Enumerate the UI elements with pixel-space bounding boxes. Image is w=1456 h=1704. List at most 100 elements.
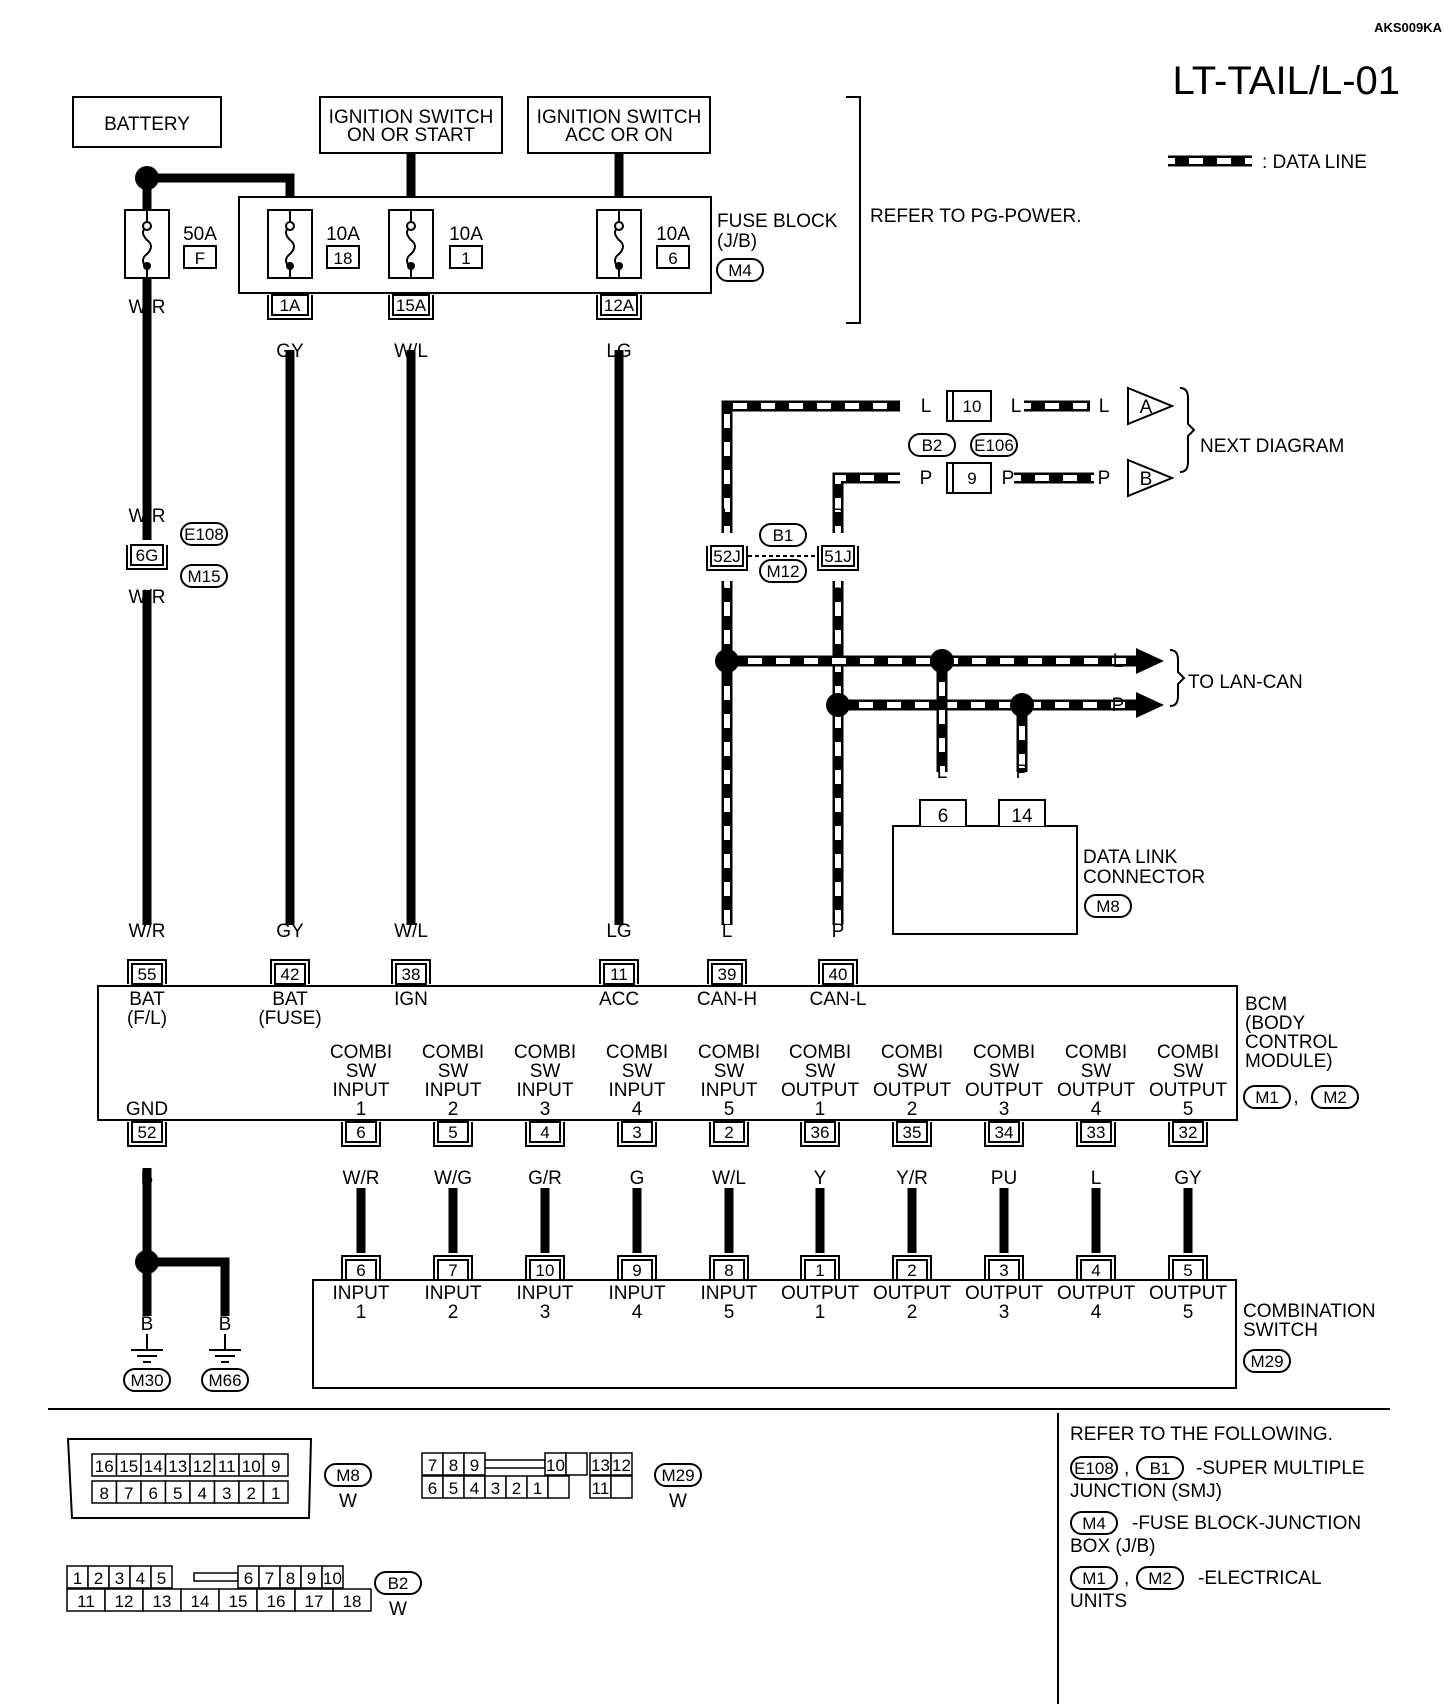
conn-b2-r1a-pin-4: 4 — [136, 1569, 145, 1588]
conn-b2-r2-cell-7 — [332, 1588, 372, 1612]
smj-conn-e108-label: E108 — [184, 525, 224, 544]
smj-conn-e108 — [180, 522, 228, 546]
bcm-gnd-label: GND — [126, 1099, 168, 1120]
combi-terminal-3-num: 3 — [999, 1261, 1008, 1280]
bcm-terminal-34-frame — [984, 1122, 1024, 1147]
bcm-terminal-4 — [529, 1121, 561, 1143]
conn-b2-r1b-pin-10: 10 — [323, 1569, 342, 1588]
conn-m8-color: W — [339, 1491, 357, 1512]
bcm-terminal-33-frame — [1076, 1122, 1116, 1147]
conn-m29-r1b-cell-1 — [565, 1452, 588, 1476]
jb-terminal-15A-frame — [388, 295, 434, 320]
combi-terminal-5-num: 5 — [1183, 1261, 1192, 1280]
can-l-upper-dash — [724, 403, 900, 533]
lan-arrow-l — [1136, 648, 1164, 674]
bcm-conn-m1-label: M1 — [1255, 1088, 1279, 1107]
ground-conn-g2 — [201, 1368, 249, 1392]
fuse-id-2: 1 — [461, 249, 470, 268]
bcm-combi-label-7: OUTPUT — [873, 1080, 952, 1101]
bcm-box — [97, 985, 1238, 1121]
boxes-layer — [48, 96, 1390, 1704]
dlc-conn — [1084, 894, 1132, 918]
bcm-combi-label-6: 1 — [815, 1099, 826, 1120]
combi-pin-label-5: OUTPUT — [1149, 1283, 1228, 1304]
refer-smj-text: -SUPER MULTIPLE — [1196, 1458, 1365, 1479]
ground-symbol-g1 — [131, 1334, 163, 1363]
fuse-10a-18-top-end — [285, 221, 295, 231]
fuse-10a-18-element — [285, 210, 295, 278]
fuse-block-conn — [716, 258, 764, 282]
bcm-pin-label-55: (F/L) — [127, 1008, 167, 1029]
bcm-combi-label-5: COMBI — [698, 1042, 760, 1063]
conn-b2-r1a-pin-5: 5 — [157, 1569, 166, 1588]
dlc-pin-14-frame — [998, 799, 1046, 826]
fuse-id-box-3 — [656, 245, 690, 269]
conn-b2-r2-pin-13: 13 — [153, 1592, 172, 1611]
combi-terminal-6-frame — [341, 1255, 381, 1280]
can-l-upper — [721, 400, 900, 533]
ground-symbol-g2 — [209, 1334, 241, 1363]
conn-b2-r1b-pin-9: 9 — [307, 1569, 316, 1588]
smj-terminal-51j — [821, 545, 855, 567]
refer-smj-b1 — [1136, 1456, 1184, 1480]
refer-jb-text: -FUSE BLOCK-JUNCTION — [1132, 1513, 1361, 1534]
combi-conn-label: M29 — [1250, 1352, 1283, 1371]
jb-terminal-12A-num: 12A — [604, 296, 635, 315]
ground-junction-dot — [135, 1250, 159, 1274]
conn-m8-r1-pin-15: 15 — [119, 1457, 138, 1476]
combi-pin-label-10: 3 — [540, 1302, 551, 1323]
conn-b2-id-label: B2 — [388, 1574, 409, 1593]
combi-terminal-8 — [713, 1259, 745, 1281]
conn-b2-key — [193, 1572, 239, 1582]
conn-b2-r2-pin-15: 15 — [229, 1592, 248, 1611]
fuse-10a-6-bottom-end — [615, 262, 623, 270]
bcm-combi-label-9: COMBI — [1065, 1042, 1127, 1063]
bcm-wire-label-39: L — [722, 921, 733, 942]
conn-m29-r1c-pin-12: 12 — [612, 1456, 631, 1475]
bcm-combi-label-1: INPUT — [333, 1080, 390, 1101]
conn-m29-r1a-pin-9: 9 — [470, 1456, 479, 1475]
bcm-combi-label-5: SW — [714, 1061, 745, 1082]
can-conn-b2-label: B2 — [922, 436, 943, 455]
can-conn-m12 — [759, 559, 807, 583]
bcm-combi-label-6: COMBI — [789, 1042, 851, 1063]
next-diagram-label: NEXT DIAGRAM — [1200, 436, 1344, 457]
battery-junction-dot — [135, 166, 159, 190]
can-junction-10-frame — [946, 390, 953, 422]
bcm-terminal-39-num: 39 — [718, 965, 737, 984]
combi-terminal-10 — [529, 1259, 561, 1281]
fuse-50a-top-end — [142, 221, 152, 231]
refer-eu-text-2: UNITS — [1070, 1591, 1127, 1612]
bcm-terminal-38-num: 38 — [402, 965, 421, 984]
data-line-legend-text: : DATA LINE — [1262, 152, 1367, 173]
refer-eu-m1 — [1070, 1566, 1118, 1590]
bcm-combi-label-4: SW — [622, 1061, 653, 1082]
refer-title: REFER TO THE FOLLOWING. — [1070, 1424, 1333, 1445]
combi-terminal-4 — [1080, 1259, 1112, 1281]
bcm-pin-label-38: IGN — [394, 989, 428, 1010]
wire-label-wl-top: W/L — [394, 341, 428, 362]
can-conn-m12-label: M12 — [766, 562, 799, 581]
jb-terminal-15A-num: 15A — [396, 296, 427, 315]
conn-m8-r1-pin-14: 14 — [144, 1457, 163, 1476]
refer-smj-sep: , — [1124, 1458, 1129, 1479]
combi-pin-label-5: 5 — [1183, 1302, 1194, 1323]
can-junction-9 — [952, 462, 992, 494]
bcm-terminal-55-frame — [127, 959, 167, 984]
conn-b2-r2-pin-12: 12 — [115, 1592, 134, 1611]
refer-smj-text-2: JUNCTION (SMJ) — [1070, 1481, 1222, 1502]
bcm-terminal-36-num: 36 — [811, 1123, 830, 1142]
bcm-terminal-4-frame — [525, 1122, 565, 1147]
bcm-terminal-40-frame — [818, 959, 858, 984]
bcm-combi-label-8: OUTPUT — [965, 1080, 1044, 1101]
bcm-terminal-39-frame — [707, 959, 747, 984]
bcm-terminal-4-num: 4 — [540, 1123, 549, 1142]
combi-terminal-2-num: 2 — [907, 1261, 916, 1280]
doc-code: AKS009KA — [1374, 20, 1443, 35]
refer-jb-text-2: BOX (J/B) — [1070, 1536, 1156, 1557]
refer-jb-m4 — [1070, 1511, 1118, 1535]
can-p-node-1 — [826, 693, 850, 717]
bcm-terminal-42 — [274, 963, 306, 985]
dlc-l-label: L — [937, 762, 948, 783]
can-conn-b1 — [759, 523, 807, 547]
